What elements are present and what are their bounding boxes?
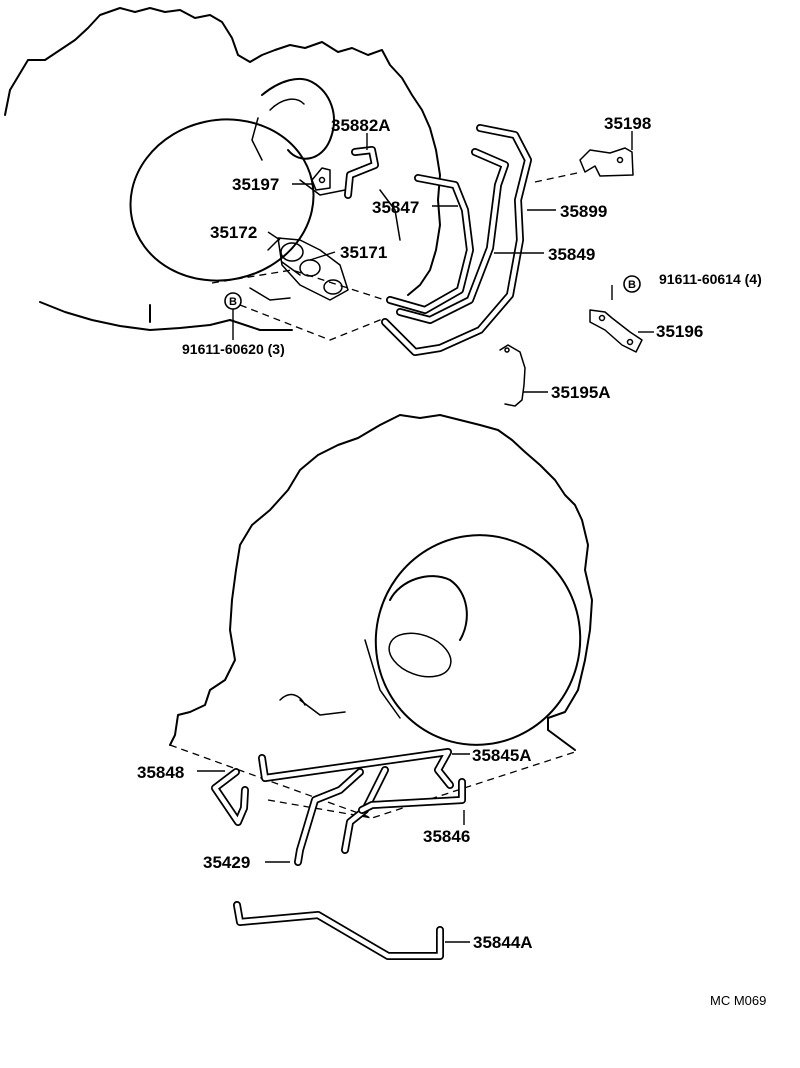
badge-letter: B	[628, 279, 636, 291]
label-35847: 35847	[372, 198, 419, 217]
label-35197: 35197	[232, 175, 279, 194]
diagram-code: MC M069	[710, 993, 766, 1008]
bolt-badge-right: B	[623, 275, 641, 293]
leader-lines	[197, 131, 654, 943]
assembly-lines	[169, 171, 583, 819]
label-35844a: 35844A	[473, 933, 533, 952]
label-35848: 35848	[137, 763, 184, 782]
label-35849: 35849	[548, 245, 595, 264]
label-35172: 35172	[210, 223, 257, 242]
label-35882a: 35882A	[331, 116, 391, 135]
label-35846: 35846	[423, 827, 470, 846]
union-fitting	[267, 237, 349, 301]
label-35196: 35196	[656, 322, 703, 341]
label-35195a: 35195A	[551, 383, 611, 402]
bolt-badge-left: B	[224, 292, 242, 310]
upper-cooler-tubes	[344, 124, 532, 356]
lower-cooler-tubes	[211, 748, 466, 960]
brackets	[311, 147, 643, 407]
label-35845a: 35845A	[472, 746, 532, 765]
label-35171: 35171	[340, 243, 387, 262]
label-35429: 35429	[203, 853, 250, 872]
label-bolt-91611-60620: 91611-60620 (3)	[182, 341, 285, 357]
badge-letter: B	[229, 296, 237, 308]
label-bolt-91611-60614: 91611-60614 (4)	[659, 271, 762, 287]
lower-transmission-case	[169, 414, 593, 751]
label-35198: 35198	[604, 114, 651, 133]
label-35899: 35899	[560, 202, 607, 221]
part-labels: 35882A 35197 35172 35171 35847 35198 358…	[137, 114, 766, 1008]
